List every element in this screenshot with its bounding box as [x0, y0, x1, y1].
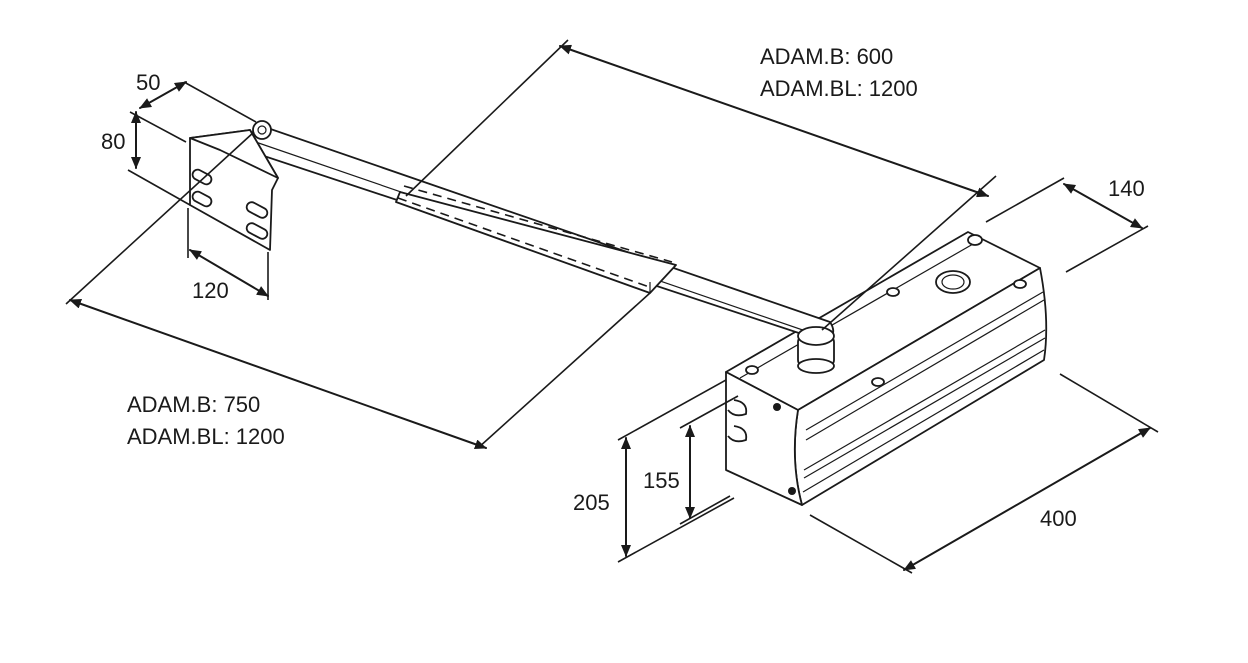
label-arm-bl: ADAM.BL: 1200	[760, 76, 918, 101]
label-155: 155	[643, 468, 680, 493]
label-80: 80	[101, 129, 125, 154]
dimension-total-length: ADAM.B: 750 ADAM.BL: 1200	[65, 131, 651, 450]
dimension-205: 205	[573, 379, 735, 563]
dimension-140: 140	[985, 176, 1149, 273]
label-50: 50	[136, 70, 160, 95]
label-205: 205	[573, 490, 610, 515]
dimension-arm-length: ADAM.B: 600 ADAM.BL: 1200	[405, 39, 997, 331]
dimension-80: 80	[101, 111, 191, 206]
pivot-bolt	[252, 120, 272, 140]
label-total-b: ADAM.B: 750	[127, 392, 260, 417]
label-arm-b: ADAM.B: 600	[760, 44, 893, 69]
label-120: 120	[192, 278, 229, 303]
wall-bracket	[189, 129, 279, 251]
telescopic-arm	[243, 120, 835, 374]
label-400: 400	[1040, 506, 1077, 531]
dimension-120: 120	[187, 208, 269, 303]
cable-hole	[935, 270, 971, 294]
dimension-155: 155	[643, 395, 739, 525]
label-140: 140	[1108, 176, 1145, 201]
label-total-bl: ADAM.BL: 1200	[127, 424, 285, 449]
dimension-400: 400	[809, 373, 1159, 574]
